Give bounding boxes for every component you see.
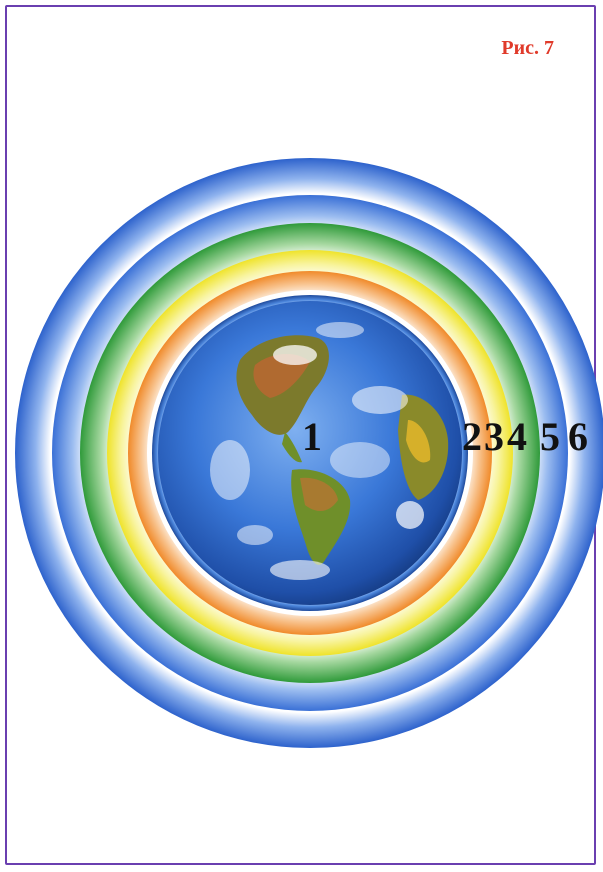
ring-label-6: 6 [568,414,588,459]
earth-label: 1 [302,414,322,459]
figure-label: Рис. 7 [501,37,554,59]
ring-label-5: 5 [540,414,560,459]
ring-label-4: 4 [507,414,527,459]
ring-label-2: 2 [462,414,482,459]
ring-label-3: 3 [484,414,504,459]
earth-globe [152,295,468,611]
